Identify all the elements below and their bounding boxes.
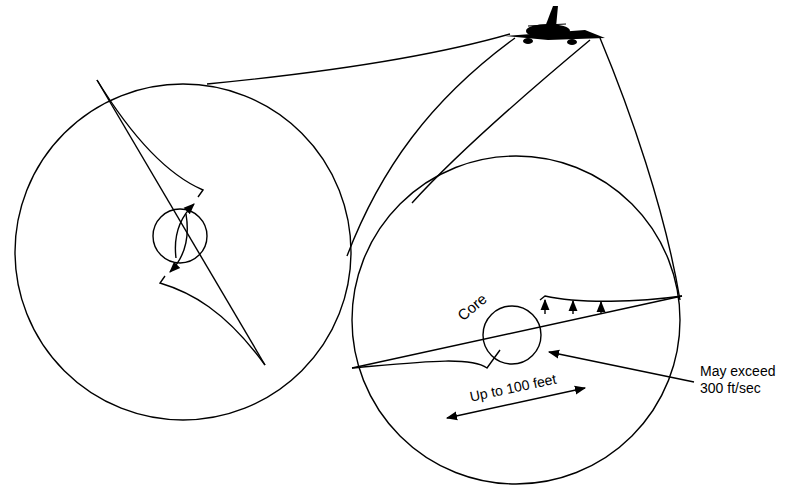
vortex-sheet xyxy=(352,350,500,368)
wake-line xyxy=(600,38,680,300)
speed-note: May exceed 300 ft/sec xyxy=(700,363,788,397)
vortex-sheet xyxy=(160,276,265,365)
vortex-core xyxy=(153,209,207,263)
core-circle: Core xyxy=(482,305,542,365)
vortex-sheet xyxy=(97,80,203,197)
wing-section-line xyxy=(97,80,265,365)
wake-line xyxy=(347,38,515,256)
upwash-arrow xyxy=(600,302,601,313)
dimension-label: Up to 100 feet xyxy=(466,370,559,406)
wake-line xyxy=(412,40,590,203)
core-circle-outline xyxy=(483,306,541,364)
vortex-sheet xyxy=(540,296,682,301)
wing-section-line xyxy=(352,296,682,368)
upwash-arrow xyxy=(572,301,573,314)
upwash-arrow xyxy=(544,300,545,314)
airplane xyxy=(505,6,605,45)
core-label: Core xyxy=(454,290,490,324)
magnified-view xyxy=(352,156,680,484)
core-outline xyxy=(482,305,542,365)
magnified-view xyxy=(15,84,351,420)
leader-line xyxy=(549,352,694,382)
rotation-arrow xyxy=(170,214,187,272)
wake-line xyxy=(207,34,510,84)
